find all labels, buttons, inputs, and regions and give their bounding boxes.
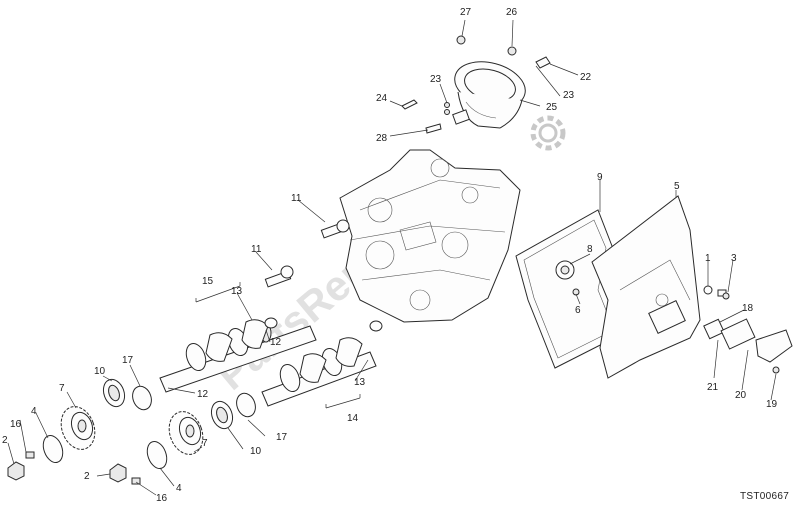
callout-7-left: 7 xyxy=(59,383,65,394)
callout-19: 19 xyxy=(766,399,778,410)
callout-12-upper: 12 xyxy=(270,337,282,348)
callout-12-lower: 12 xyxy=(197,389,209,400)
cylinder-head xyxy=(339,149,521,323)
callout-4-right: 4 xyxy=(176,483,182,494)
callout-11-upper: 11 xyxy=(291,193,302,204)
diagram-code: TST00667 xyxy=(740,491,789,502)
callout-25: 25 xyxy=(546,102,558,113)
callout-26: 26 xyxy=(506,7,518,18)
callout-4-left: 4 xyxy=(31,406,37,417)
intake-manifold xyxy=(401,35,551,134)
callout-18: 18 xyxy=(742,303,754,314)
callout-22: 22 xyxy=(580,72,592,83)
callout-23-right: 23 xyxy=(563,90,575,101)
callout-6: 6 xyxy=(575,305,581,316)
callout-28: 28 xyxy=(376,133,388,144)
callout-13-upper: 13 xyxy=(231,286,243,297)
callout-5: 5 xyxy=(674,181,680,192)
callout-21: 21 xyxy=(707,382,719,393)
callout-2-right: 2 xyxy=(84,471,90,482)
callout-20: 20 xyxy=(735,390,747,401)
camshaft-lower xyxy=(261,317,383,407)
callout-10-left: 10 xyxy=(94,366,106,377)
callout-17-left: 17 xyxy=(122,355,134,366)
flanges-and-fasteners xyxy=(7,434,168,485)
callout-9: 9 xyxy=(597,172,603,183)
callout-3: 3 xyxy=(731,253,737,264)
callout-27: 27 xyxy=(460,7,472,18)
callout-24: 24 xyxy=(376,93,388,104)
callout-16-left: 16 xyxy=(10,419,22,430)
camshaft-upper xyxy=(159,319,317,393)
leader-lines xyxy=(7,19,777,496)
callout-17-right: 17 xyxy=(276,432,288,443)
callout-16-right: 16 xyxy=(156,493,168,504)
callout-7-right: 7 xyxy=(202,438,208,449)
callout-23: 23 xyxy=(430,74,442,85)
callout-11-lower: 11 xyxy=(251,244,262,255)
gear-watermark-icon xyxy=(530,115,566,151)
callout-8: 8 xyxy=(587,244,593,255)
callout-14: 14 xyxy=(347,413,359,424)
bracket-lines xyxy=(195,282,361,409)
callout-1: 1 xyxy=(705,253,711,264)
callout-15: 15 xyxy=(202,276,214,287)
bearings xyxy=(102,378,256,430)
callout-2-left: 2 xyxy=(2,435,8,446)
callout-labels: 27 26 22 23 25 24 23 28 9 5 11 11 8 1 3 … xyxy=(2,7,778,504)
head-cover xyxy=(555,195,701,379)
sensor-parts xyxy=(703,285,793,374)
camshaft-studs xyxy=(264,219,350,288)
timing-pulleys xyxy=(60,406,204,455)
callout-13-lower: 13 xyxy=(354,377,366,388)
callout-10-right: 10 xyxy=(250,446,262,457)
